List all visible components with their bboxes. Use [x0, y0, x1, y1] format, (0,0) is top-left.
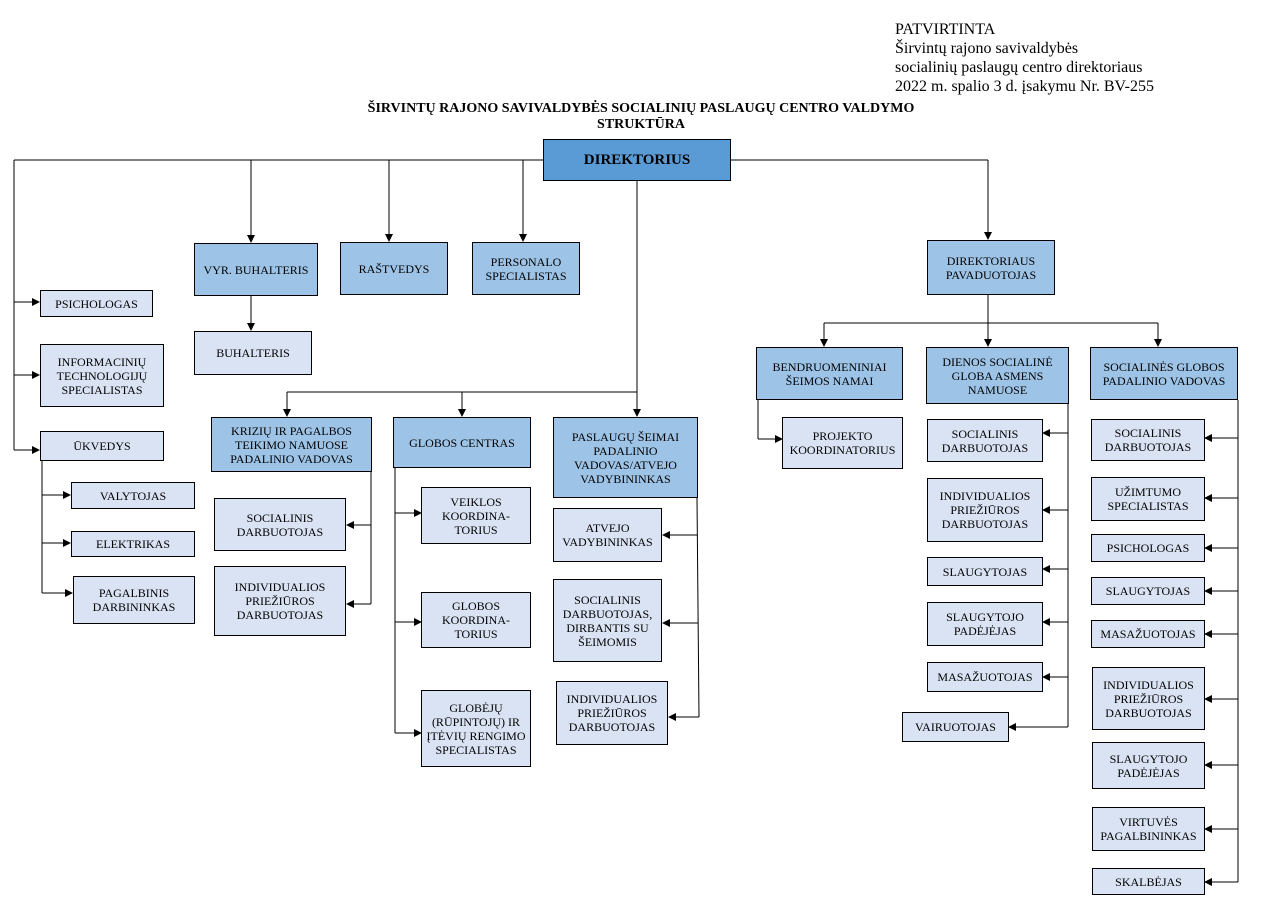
foster-centre-box: GLOBOS CENTRAS [393, 417, 531, 468]
day-care-individual-care-box: INDIVIDUALIOS PRIEŽIŪROS DARBUOTOJAS [927, 478, 1043, 542]
approval-line-1: PATVIRTINTA [895, 21, 996, 38]
family-services-head-box: PASLAUGŲ ŠEIMAI PADALINIO VADOVAS/ATVEJO… [553, 417, 698, 498]
personnel-specialist-box: PERSONALO SPECIALISTAS [472, 242, 580, 295]
cleaner-box: VALYTOJAS [71, 482, 195, 509]
approval-line-4: 2022 m. spalio 3 d. įsakymu Nr. BV-255 [895, 78, 1154, 95]
driver-box: VAIRUOTOJAS [902, 712, 1009, 742]
document-title: ŠIRVINTŲ RAJONO SAVIVALDYBĖS SOCIALINIŲ … [300, 101, 982, 133]
laundry-worker-box: SKALBĖJAS [1092, 868, 1205, 895]
family-social-worker-box: SOCIALINIS DARBUOTOJAS, DIRBANTIS SU ŠEI… [553, 579, 662, 662]
employment-specialist-box: UŽIMTUMO SPECIALISTAS [1091, 477, 1205, 521]
care-individual-care-box: INDIVIDUALIOS PRIEŽIŪROS DARBUOTOJAS [1092, 667, 1205, 730]
records-clerk-box: RAŠTVEDYS [340, 242, 448, 295]
activity-coordinator-box: VEIKLOS KOORDINA-TORIUS [421, 487, 531, 544]
care-psychologist-box: PSICHOLOGAS [1091, 534, 1205, 562]
approval-line-3: socialinių paslaugų centro direktoriaus [895, 59, 1143, 76]
approval-line-2: Širvintų rajono savivaldybės [895, 40, 1079, 57]
caretaker-box: ŪKVEDYS [40, 431, 164, 461]
day-care-nurse-assistant-box: SLAUGYTOJO PADĖJĖJAS [927, 602, 1043, 646]
care-social-worker-box: SOCIALINIS DARBUOTOJAS [1091, 419, 1205, 461]
care-masseur-box: MASAŽUOTOJAS [1091, 620, 1205, 648]
electrician-box: ELEKTRIKAS [71, 531, 195, 557]
foster-coordinator-box: GLOBOS KOORDINA-TORIUS [421, 592, 531, 648]
day-care-nurse-box: SLAUGYTOJAS [927, 557, 1043, 586]
auxiliary-worker-box: PAGALBINIS DARBININKAS [73, 576, 195, 624]
crisis-individual-care-box: INDIVIDUALIOS PRIEŽIŪROS DARBUOTOJAS [214, 566, 346, 636]
day-care-social-worker-box: SOCIALINIS DARBUOTOJAS [927, 419, 1043, 462]
project-coordinator-box: PROJEKTO KOORDINATORIUS [782, 417, 903, 469]
day-care-head-box: DIENOS SOCIALINĖ GLOBA ASMENS NAMUOSE [926, 347, 1069, 404]
social-care-head-box: SOCIALINĖS GLOBOS PADALINIO VADOVAS [1090, 347, 1238, 400]
case-manager-box: ATVEJO VADYBININKAS [553, 508, 662, 562]
kitchen-helper-box: VIRTUVĖS PAGALBININKAS [1092, 807, 1205, 851]
care-nurse-assistant-box: SLAUGYTOJO PADĖJĖJAS [1092, 742, 1205, 789]
care-nurse-box: SLAUGYTOJAS [1091, 577, 1205, 605]
crisis-social-worker-box: SOCIALINIS DARBUOTOJAS [214, 498, 346, 551]
foster-trainers-box: GLOBĖJŲ (RŪPINTOJŲ) IR ĮTĖVIŲ RENGIMO SP… [421, 690, 531, 767]
psychologist-box: PSICHOLOGAS [40, 290, 153, 317]
family-individual-care-box: INDIVIDUALIOS PRIEŽIŪROS DARBUOTOJAS [556, 681, 668, 745]
title-line-1: ŠIRVINTŲ RAJONO SAVIVALDYBĖS SOCIALINIŲ … [367, 101, 915, 116]
community-homes-box: BENDRUOMENINIAI ŠEIMOS NAMAI [756, 347, 903, 400]
accountant-box: BUHALTERIS [194, 331, 312, 375]
day-care-masseur-box: MASAŽUOTOJAS [927, 662, 1043, 692]
title-line-2: STRUKTŪRA [597, 117, 685, 132]
chief-accountant-box: VYR. BUHALTERIS [194, 243, 318, 296]
director-box: DIREKTORIUS [543, 139, 731, 181]
deputy-director-box: DIREKTORIAUS PAVADUOTOJAS [927, 240, 1055, 295]
it-specialist-box: INFORMACINIŲ TECHNOLOGIJŲ SPECIALISTAS [40, 344, 164, 407]
crisis-unit-head-box: KRIZIŲ IR PAGALBOS TEIKIMO NAMUOSE PADAL… [211, 417, 372, 472]
approval-block: PATVIRTINTA Širvintų rajono savivaldybės… [895, 20, 1154, 96]
